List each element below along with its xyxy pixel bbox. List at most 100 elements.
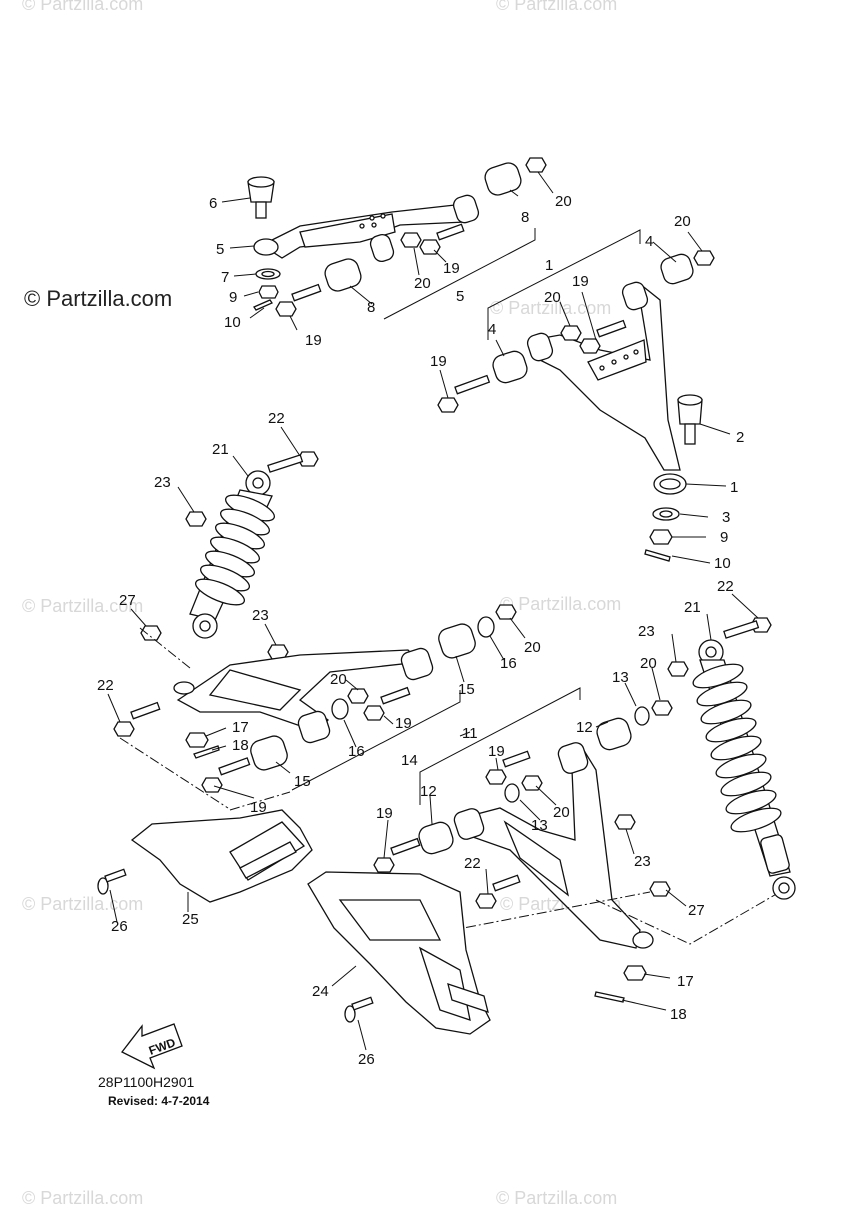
callout-4: 4 <box>645 233 653 250</box>
callout-20: 20 <box>640 655 657 672</box>
bolt-19[interactable] <box>419 223 465 255</box>
nut-20[interactable] <box>560 325 582 341</box>
bushing-4-upper[interactable] <box>659 252 696 286</box>
nut-27[interactable] <box>649 881 671 897</box>
ball-joint-2[interactable] <box>677 394 703 445</box>
diagram-code: 28P1100H2901 <box>98 1074 195 1090</box>
bushing-15[interactable] <box>248 733 290 772</box>
callout-23: 23 <box>252 607 269 624</box>
seal-13[interactable] <box>504 783 520 803</box>
bushing-12[interactable] <box>416 820 455 857</box>
bolt-19[interactable] <box>485 750 531 785</box>
callout-19: 19 <box>376 805 393 822</box>
callout-24: 24 <box>312 983 329 1000</box>
screw-26[interactable] <box>97 868 127 895</box>
callout-14: 14 <box>401 752 418 769</box>
nut-27[interactable] <box>140 625 162 641</box>
bolt-19[interactable] <box>373 837 421 873</box>
guard-24[interactable] <box>307 871 491 1035</box>
nut-20[interactable] <box>495 604 517 620</box>
guard-25[interactable] <box>130 809 313 903</box>
callout-labels: 6 5 7 9 10 19 8 5 20 19 8 20 1 4 20 19 2… <box>97 193 744 1068</box>
callout-15: 15 <box>294 773 311 790</box>
callout-4: 4 <box>488 321 496 338</box>
nut-17[interactable] <box>623 965 647 981</box>
revised-date: Revised: 4-7-2014 <box>108 1094 210 1108</box>
bolt-19[interactable] <box>201 757 251 793</box>
watermark: © Partzilla.com <box>490 298 612 318</box>
callout-11: 11 <box>462 725 478 742</box>
shock-absorber-left[interactable] <box>189 470 277 639</box>
bolt-19[interactable] <box>275 283 322 317</box>
bolt-19[interactable] <box>437 374 491 413</box>
nut-17[interactable] <box>185 732 209 748</box>
callout-13: 13 <box>612 669 629 686</box>
callout-20: 20 <box>524 639 541 656</box>
callout-8: 8 <box>367 299 375 316</box>
callout-12: 12 <box>420 783 437 800</box>
watermark: © Partzilla.com <box>496 0 618 14</box>
cotter-pin-10-upper[interactable] <box>253 299 273 311</box>
callout-22: 22 <box>717 578 734 595</box>
nut-20[interactable] <box>651 700 673 716</box>
lower-arm-right-assembly <box>359 687 781 1003</box>
nut-9-upper[interactable] <box>258 285 279 299</box>
nut-20[interactable] <box>693 250 715 266</box>
bolt-19[interactable] <box>579 319 627 354</box>
watermark: © Partzilla.com <box>500 594 622 614</box>
nut-20[interactable] <box>525 157 547 173</box>
bushing-4-lower[interactable] <box>490 349 529 386</box>
nut-23[interactable] <box>185 511 207 527</box>
nut-23[interactable] <box>614 814 636 830</box>
callout-22: 22 <box>268 410 285 427</box>
bushing-8-lower[interactable] <box>323 256 364 293</box>
callout-1: 1 <box>545 257 553 274</box>
callout-6: 6 <box>209 195 217 212</box>
callout-27: 27 <box>688 902 705 919</box>
bushing-15[interactable] <box>436 621 478 660</box>
seal-13[interactable] <box>634 706 650 726</box>
seal-16[interactable] <box>477 616 495 638</box>
cotter-pin-18[interactable] <box>193 745 220 759</box>
callout-23: 23 <box>154 474 171 491</box>
nut-20[interactable] <box>521 775 543 791</box>
screw-26[interactable] <box>344 996 374 1023</box>
callout-20: 20 <box>674 213 691 230</box>
callout-9: 9 <box>229 289 237 306</box>
callout-19: 19 <box>395 715 412 732</box>
nut-23[interactable] <box>667 661 689 677</box>
watermark: © Partzilla.com <box>22 596 144 616</box>
seal-16[interactable] <box>331 698 349 720</box>
ball-joint-6[interactable] <box>247 176 275 219</box>
watermark: © Partzilla.com <box>22 0 144 14</box>
callout-21: 21 <box>684 599 701 616</box>
leader-lines <box>107 171 759 1051</box>
lower-arm-right[interactable] <box>461 743 641 949</box>
shock-absorber-right[interactable] <box>690 639 796 900</box>
callout-7: 7 <box>221 269 229 286</box>
bolt-22[interactable] <box>267 451 319 473</box>
callout-10: 10 <box>714 555 731 572</box>
callout-20: 20 <box>414 275 431 292</box>
callout-19: 19 <box>430 353 447 370</box>
cotter-pin-18[interactable] <box>594 991 625 1003</box>
nut-20[interactable] <box>400 232 422 248</box>
cotter-pin-10-right[interactable] <box>644 549 671 562</box>
callout-20: 20 <box>553 804 570 821</box>
callout-12: 12 <box>576 719 593 736</box>
nut-20[interactable] <box>347 688 369 704</box>
callout-23: 23 <box>638 623 655 640</box>
nut-9-right[interactable] <box>649 529 673 545</box>
callout-10: 10 <box>224 314 241 331</box>
bolt-22[interactable] <box>475 874 521 909</box>
callout-22: 22 <box>97 677 114 694</box>
ball-joint-socket <box>253 238 279 256</box>
callout-23: 23 <box>634 853 651 870</box>
bolt-19[interactable] <box>363 686 411 721</box>
bushing-8-upper[interactable] <box>483 160 524 197</box>
bolt-22[interactable] <box>723 617 772 639</box>
bolt-22[interactable] <box>113 701 161 737</box>
bushing-12[interactable] <box>594 716 633 753</box>
